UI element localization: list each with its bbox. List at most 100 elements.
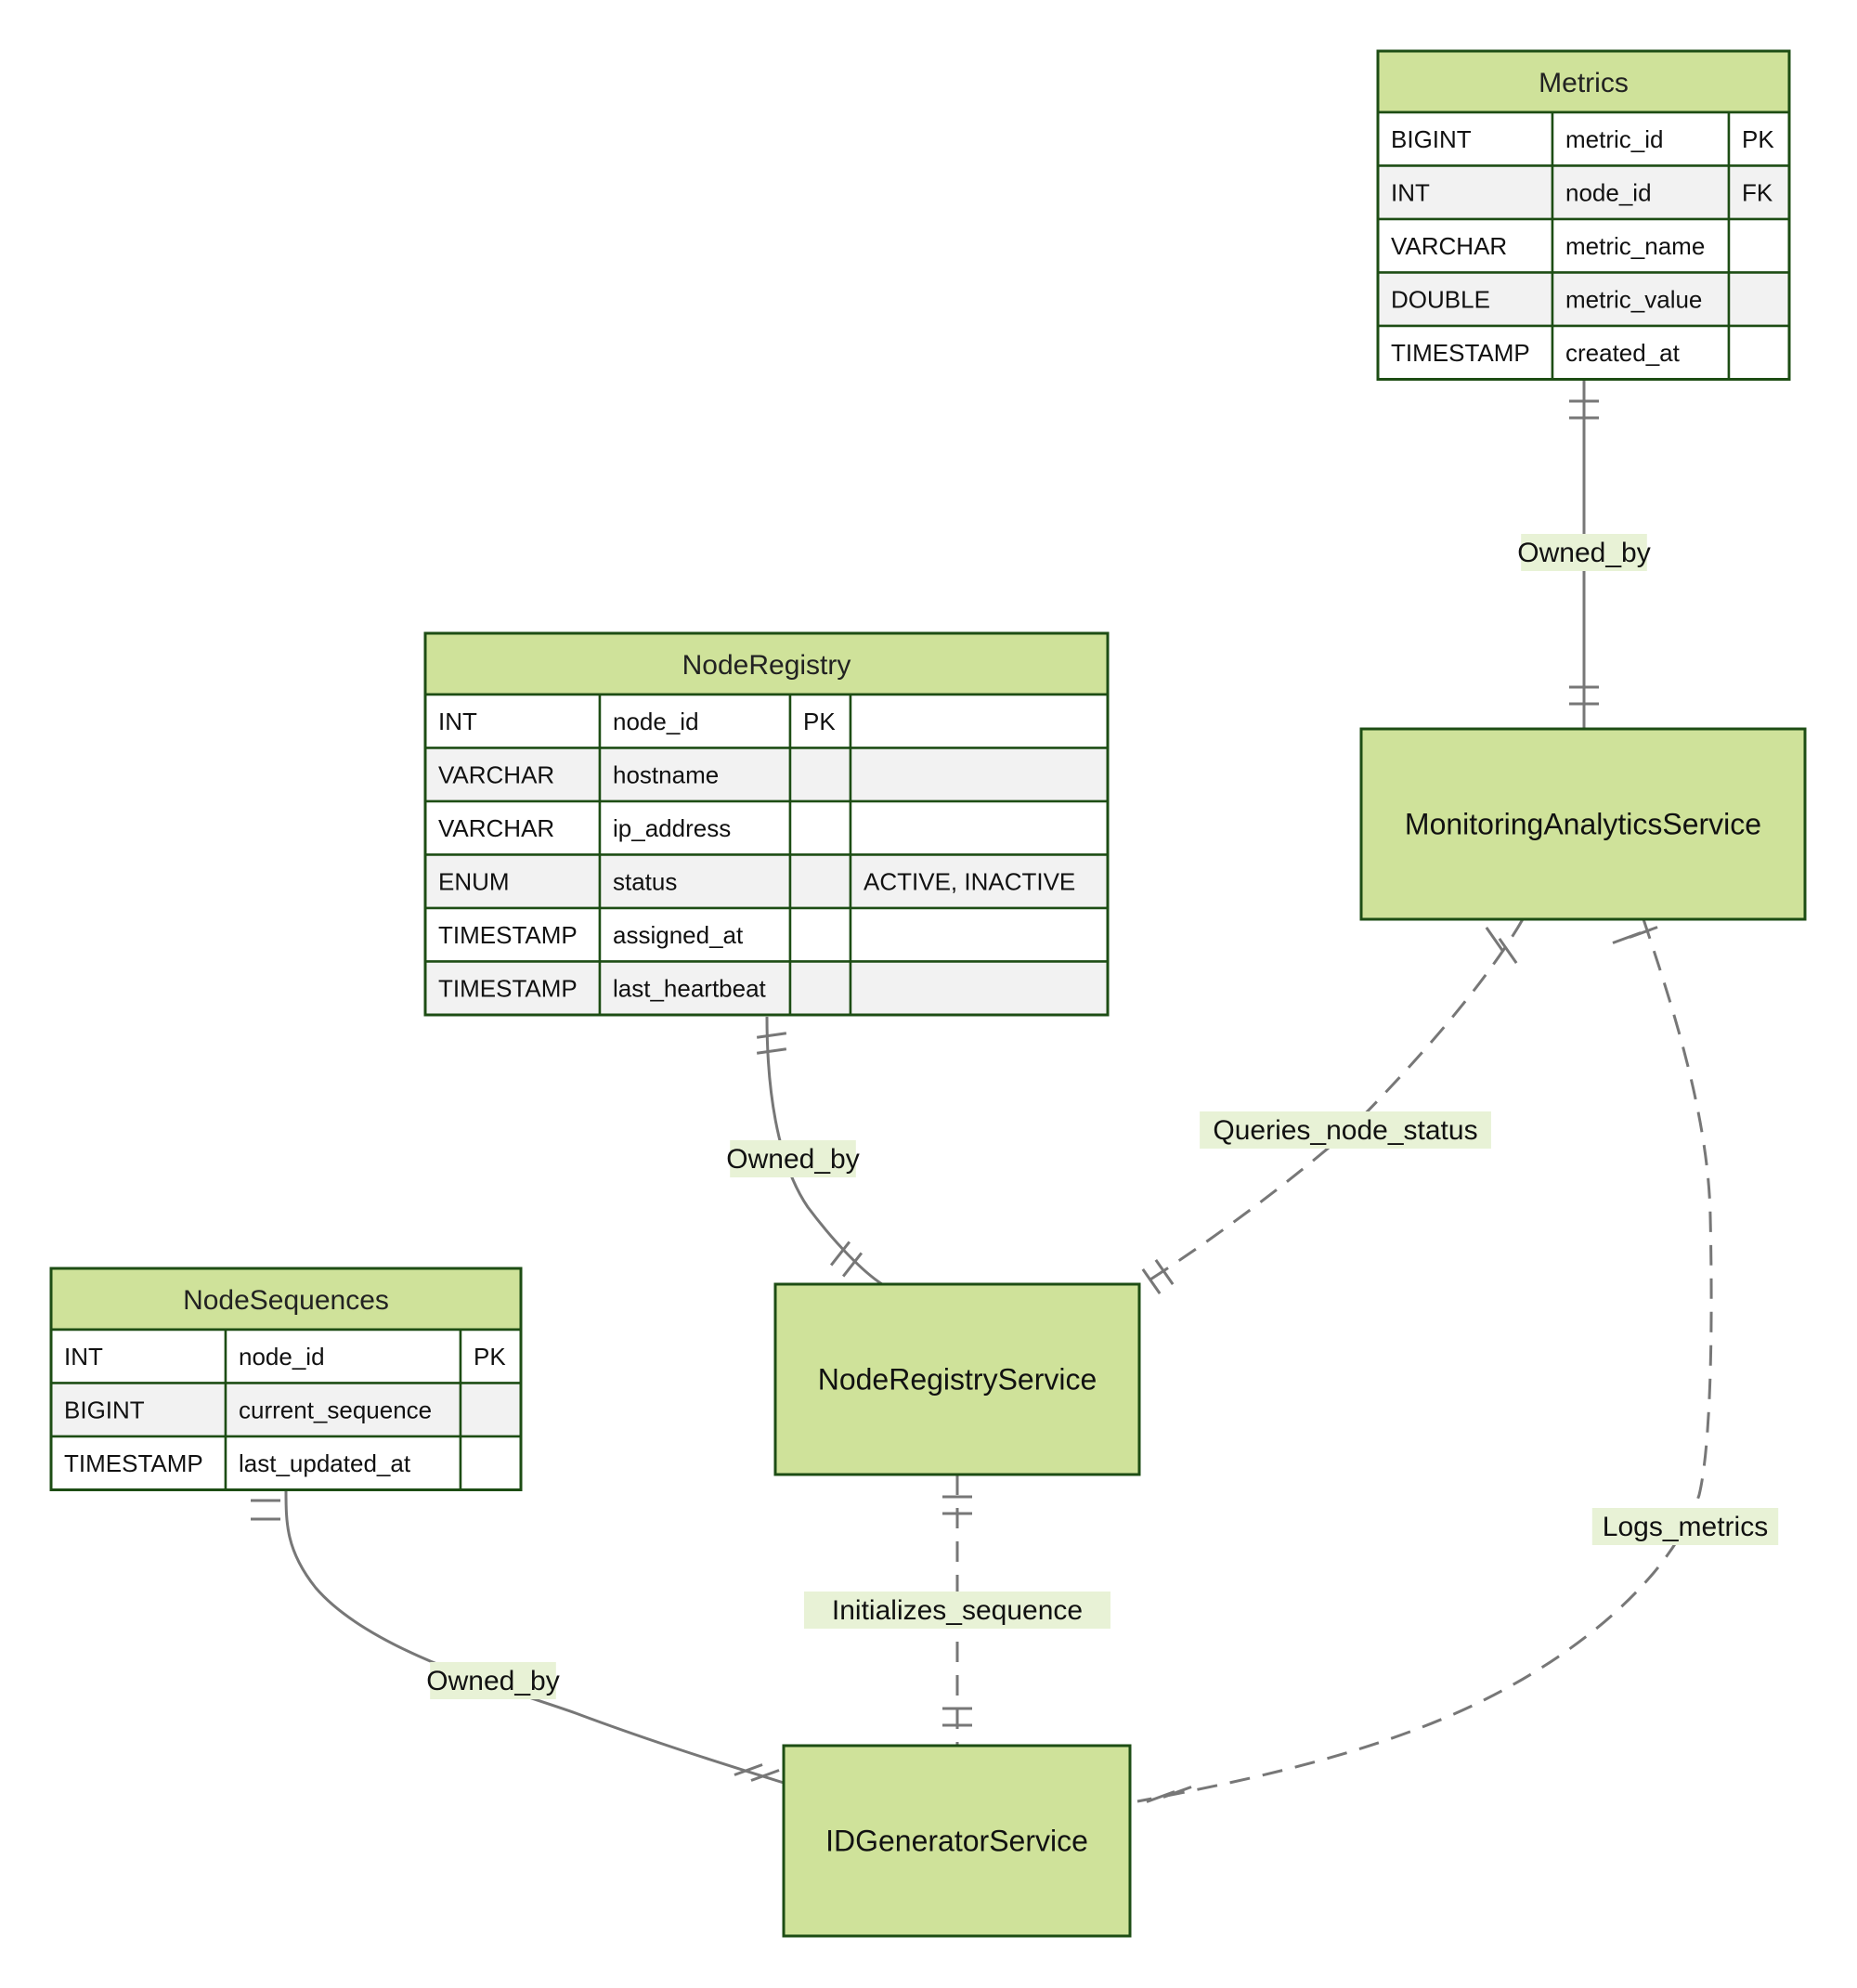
entity-attribute-row: BIGINT current_sequence <box>49 1382 523 1438</box>
attribute-name: assigned_at <box>613 921 744 949</box>
attribute-cell <box>849 799 1110 856</box>
attribute-cell <box>1551 271 1731 328</box>
relationship-label-text: Initializes_sequence <box>832 1595 1083 1626</box>
attribute-name: ip_address <box>613 814 731 842</box>
attribute-name: node_id <box>613 708 699 735</box>
attribute-name: last_updated_at <box>239 1449 411 1477</box>
entity-attribute-row: BIGINT metric_id PK <box>1376 110 1791 167</box>
relationship-label-r5: Initializes_sequence <box>804 1592 1110 1629</box>
entity-title: NodeSequences <box>183 1285 389 1316</box>
attribute-cell <box>598 747 792 803</box>
attribute-type: VARCHAR <box>438 760 554 788</box>
service-monitoring: MonitoringAnalyticsService <box>1359 727 1807 921</box>
entity-border <box>423 631 1110 1017</box>
entity-attribute-row: TIMESTAMP last_heartbeat <box>423 960 1110 1017</box>
attribute-cell <box>849 853 1110 910</box>
service-registry-service: NodeRegistryService <box>773 1282 1141 1476</box>
cardinality-mark <box>1162 1786 1192 1799</box>
attribute-type: DOUBLE <box>1391 285 1490 313</box>
attribute-type: TIMESTAMP <box>64 1449 203 1477</box>
cardinality-mark <box>1485 927 1505 953</box>
cardinality-mark <box>829 1241 851 1267</box>
relationship-label-text: Owned_by <box>726 1144 859 1175</box>
attribute-type: TIMESTAMP <box>438 921 578 949</box>
attribute-cell <box>224 1382 462 1438</box>
cardinality-mark <box>1498 938 1518 964</box>
attribute-cell <box>1551 324 1731 381</box>
attribute-type: TIMESTAMP <box>438 974 578 1002</box>
service-name: NodeRegistryService <box>818 1363 1097 1397</box>
relationship-label-r3: Queries_node_status <box>1200 1111 1491 1149</box>
attribute-key: PK <box>1742 125 1774 153</box>
attribute-cell <box>788 853 852 910</box>
attribute-cell <box>1727 164 1791 221</box>
attribute-cell <box>49 1328 227 1384</box>
relationship-labels: Owned_byOwned_byQueries_node_statusLogs_… <box>426 534 1779 1699</box>
attribute-cell <box>224 1435 462 1491</box>
label-background <box>430 1662 556 1699</box>
cardinality-mark <box>841 1252 864 1278</box>
edge-r4 <box>1136 918 1713 1803</box>
attribute-cell <box>849 747 1110 803</box>
service-name: MonitoringAnalyticsService <box>1405 808 1761 841</box>
cardinality-mark <box>756 1032 787 1039</box>
cardinality-mark <box>1629 926 1658 939</box>
attribute-cell <box>423 693 602 749</box>
attribute-type: BIGINT <box>1391 125 1472 153</box>
attribute-type: BIGINT <box>64 1396 145 1423</box>
entity-header <box>423 631 1110 696</box>
entity-attribute-row: INT node_id PK <box>423 693 1110 749</box>
relationship-label-text: Logs_metrics <box>1603 1512 1768 1542</box>
attribute-cell <box>1727 324 1791 381</box>
attribute-cell <box>49 1435 227 1491</box>
attribute-name: node_id <box>1565 178 1652 206</box>
attribute-name: metric_id <box>1565 125 1663 153</box>
attribute-cell <box>459 1435 523 1491</box>
cardinality-mark <box>750 1769 780 1782</box>
relationship-label-text: Owned_by <box>426 1666 559 1696</box>
attribute-type: INT <box>1391 178 1430 206</box>
attribute-type: TIMESTAMP <box>1391 339 1530 367</box>
attribute-cell <box>1551 164 1731 221</box>
attribute-key: FK <box>1742 178 1773 206</box>
attribute-type: VARCHAR <box>1391 232 1507 260</box>
attribute-type: ENUM <box>438 867 510 895</box>
entity-border <box>1376 49 1791 381</box>
entity-attribute-row: INT node_id FK <box>1376 164 1791 221</box>
entity-title: Metrics <box>1539 68 1629 98</box>
attribute-cell <box>598 960 792 1017</box>
label-background <box>1521 534 1647 571</box>
entity-attribute-row: DOUBLE metric_value <box>1376 271 1791 328</box>
attribute-key: PK <box>803 708 836 735</box>
attribute-cell <box>849 693 1110 749</box>
service-box <box>1359 727 1807 921</box>
relationship-label-r4: Logs_metrics <box>1591 1508 1779 1545</box>
entity-attribute-row: ENUM status ACTIVE, INACTIVE <box>423 853 1110 910</box>
service-idgen: IDGeneratorService <box>782 1744 1132 1938</box>
attribute-cell <box>1727 217 1791 274</box>
attribute-type: INT <box>438 708 477 735</box>
entity-attribute-row: VARCHAR ip_address <box>423 799 1110 856</box>
attribute-cell <box>849 960 1110 1017</box>
label-background <box>730 1140 856 1177</box>
edge-r6 <box>284 1488 785 1785</box>
attribute-cell <box>788 747 852 803</box>
attribute-cell <box>598 906 792 963</box>
attribute-type: INT <box>64 1343 103 1371</box>
service-box <box>782 1744 1132 1938</box>
attribute-type: VARCHAR <box>438 814 554 842</box>
attribute-name: last_heartbeat <box>613 974 767 1002</box>
attribute-name: metric_value <box>1565 285 1702 313</box>
service-box <box>773 1282 1141 1476</box>
attribute-comment: ACTIVE, INACTIVE <box>864 867 1075 895</box>
cardinality-mark <box>734 1763 763 1776</box>
relationship-label-r1: Owned_by <box>1517 534 1651 571</box>
relationship-label-text: Queries_node_status <box>1213 1115 1477 1146</box>
attribute-name: current_sequence <box>239 1396 432 1423</box>
attribute-cell <box>598 693 792 749</box>
attribute-name: status <box>613 867 677 895</box>
